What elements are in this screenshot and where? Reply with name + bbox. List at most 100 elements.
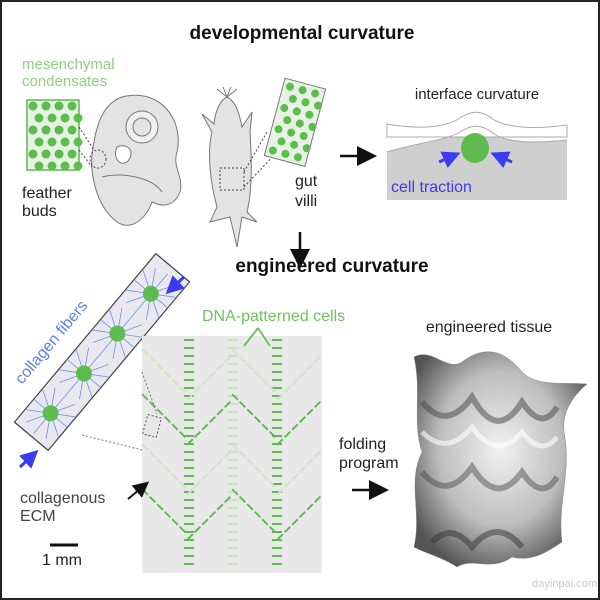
cell-bar xyxy=(201,378,209,386)
condensate-dot xyxy=(60,161,70,171)
cell-bar xyxy=(313,495,322,504)
villus-dot xyxy=(280,104,289,113)
villus-dot xyxy=(301,98,310,107)
collagenous-label: collagenous xyxy=(20,490,105,507)
cell-bar xyxy=(163,510,172,519)
ecm-arrow xyxy=(127,481,150,500)
cell-cluster xyxy=(42,405,59,422)
villus-dot xyxy=(283,116,292,125)
cell-bar xyxy=(193,480,202,489)
villus-dot xyxy=(314,101,323,110)
cell-bar xyxy=(141,348,149,356)
condensate-dot xyxy=(34,137,44,147)
cell-bar xyxy=(231,348,239,356)
cell-bar xyxy=(268,430,277,439)
cell-bar xyxy=(306,458,314,466)
cell-bar xyxy=(171,518,179,526)
villus-dot xyxy=(277,137,286,146)
villus-dot xyxy=(302,144,311,153)
condensate-dot xyxy=(41,125,51,135)
cell-bar xyxy=(283,480,292,489)
buds-label: buds xyxy=(22,203,57,220)
feather-bud-pattern xyxy=(26,99,83,171)
condensate-dot xyxy=(60,113,70,123)
compression-arrow-top xyxy=(165,275,186,295)
cell-bar xyxy=(268,480,277,489)
villus-dot xyxy=(285,82,294,91)
condensate-dot xyxy=(54,101,64,111)
condensate-dot xyxy=(28,101,38,111)
cell-bar xyxy=(193,385,202,394)
zoom-region xyxy=(89,149,107,169)
cell-bar xyxy=(246,458,254,466)
condensates-label: condensates xyxy=(22,73,107,90)
cell-bar xyxy=(231,443,239,451)
cell-bar xyxy=(186,393,194,401)
cell-bar xyxy=(231,393,239,401)
cell-bar xyxy=(238,495,247,504)
villus-dot xyxy=(299,131,308,140)
cell-bar xyxy=(216,503,224,511)
cell-bar xyxy=(223,355,232,364)
cell-bar xyxy=(283,385,292,394)
cell-bar xyxy=(148,495,157,504)
cell-bar xyxy=(141,393,149,401)
cell-bar xyxy=(238,400,247,409)
cell-bar xyxy=(291,473,299,481)
dna-patterned-cells-pattern xyxy=(141,339,322,565)
watermark: dayinpai.com xyxy=(532,578,597,590)
condensate-dot xyxy=(47,161,57,171)
cell-bar xyxy=(291,378,299,386)
cell-bar xyxy=(186,533,194,541)
villus-dot xyxy=(287,128,296,137)
ecm-label: ECM xyxy=(20,508,56,525)
cell-bar xyxy=(298,465,307,474)
cell-bar xyxy=(261,423,269,431)
cell-bar xyxy=(246,363,254,371)
developmental-title: developmental curvature xyxy=(190,23,415,44)
program-label: program xyxy=(339,455,399,472)
cell-bar xyxy=(201,423,209,431)
cell-bar xyxy=(193,430,202,439)
engineered-tissue-3d-surface xyxy=(413,351,588,568)
villus-dot xyxy=(305,110,314,119)
villi-label: villi xyxy=(295,193,317,210)
collagenous-ecm-panel xyxy=(142,336,322,573)
cell-bar xyxy=(208,415,217,424)
cell-bar xyxy=(193,525,202,534)
collagen-fiber-block xyxy=(13,252,191,452)
gut-label: gut xyxy=(295,173,318,190)
condensate-dot xyxy=(34,113,44,123)
cell-bar xyxy=(201,473,209,481)
condensate-dot xyxy=(67,149,77,159)
cell-bar xyxy=(283,525,292,534)
cell-bar xyxy=(261,518,269,526)
cell-traction-label: cell traction xyxy=(391,179,472,196)
cell-bar xyxy=(313,400,322,409)
dna-patterned-cells-label: DNA-patterned cells xyxy=(202,308,345,325)
condensate-dot xyxy=(47,137,57,147)
condensate-dot xyxy=(73,161,83,171)
cell-bar xyxy=(178,385,187,394)
cell-bar xyxy=(291,423,299,431)
condensate-dot xyxy=(41,101,51,111)
cell-bar xyxy=(306,363,314,371)
cell-bar xyxy=(171,378,179,386)
cell-bar xyxy=(171,423,179,431)
cell-bar xyxy=(208,370,217,379)
condensate-dot xyxy=(73,137,83,147)
cell-bar xyxy=(261,473,269,481)
scale-label: 1 mm xyxy=(42,552,82,569)
villus-dot xyxy=(298,86,307,95)
cell-bar xyxy=(156,408,164,416)
cell-bar xyxy=(201,518,209,526)
cell-bar xyxy=(171,473,179,481)
cell-bar xyxy=(298,370,307,379)
villus-dot xyxy=(268,146,277,155)
condensate-dot xyxy=(47,113,57,123)
cell-bar xyxy=(141,443,149,451)
interface-curvature-label: interface curvature xyxy=(415,86,539,103)
cell-bar xyxy=(246,408,254,416)
villus-dot xyxy=(292,107,301,116)
